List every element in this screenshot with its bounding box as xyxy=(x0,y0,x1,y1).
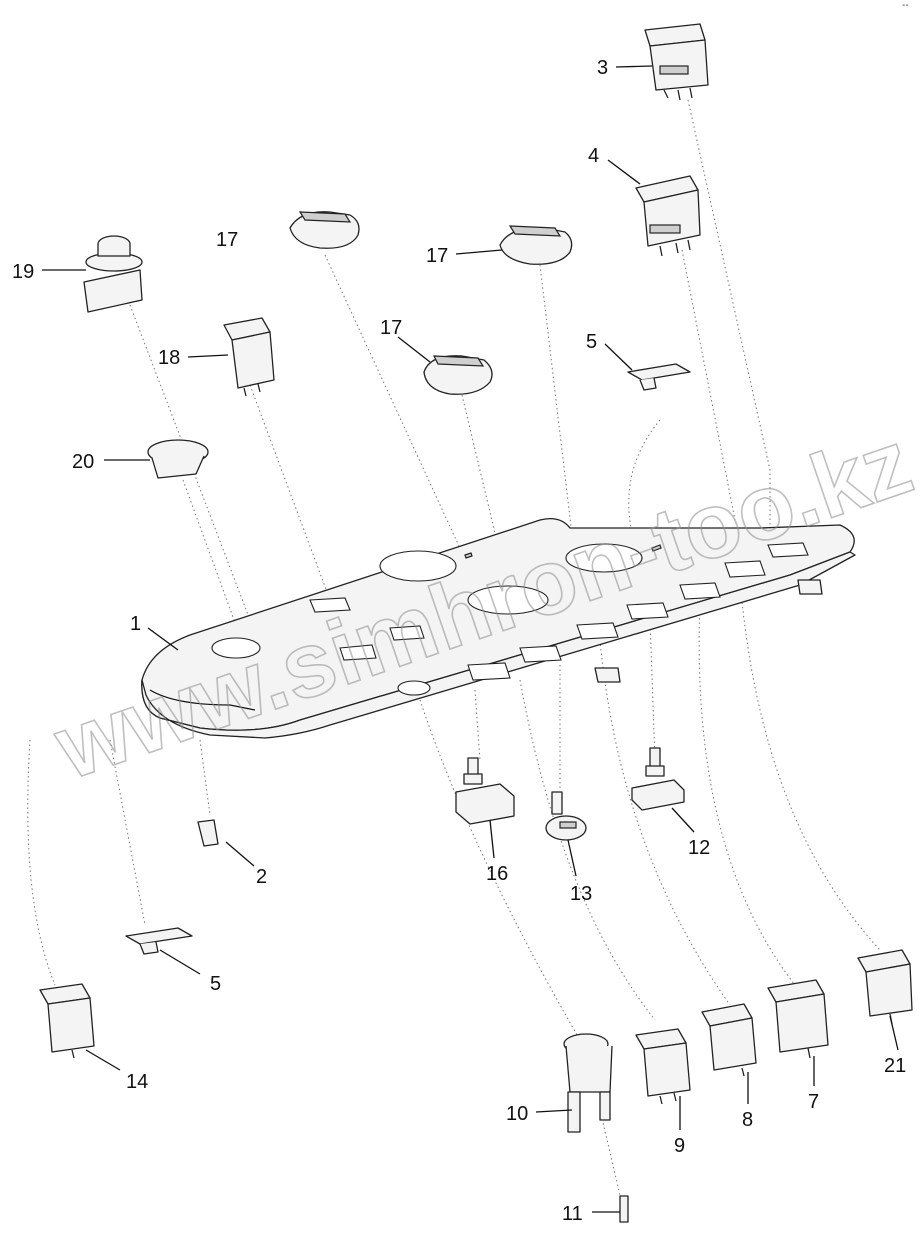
label-part-17-middle: 17 xyxy=(380,317,402,339)
knob-17-top xyxy=(289,211,360,249)
rocker-switch-14 xyxy=(39,983,95,1059)
label-part-16: 16 xyxy=(486,863,508,885)
rocker-switch-18 xyxy=(223,317,275,397)
label-part-4: 4 xyxy=(588,145,599,167)
rocker-switch-7 xyxy=(767,979,829,1059)
label-part-21: 21 xyxy=(884,1055,906,1077)
rocker-switch-3 xyxy=(644,23,709,101)
leader-lines xyxy=(42,65,899,1213)
label-part-20: 20 xyxy=(72,451,94,473)
label-part-5-bottom: 5 xyxy=(210,973,221,995)
dashboard-panel xyxy=(141,517,856,739)
blanking-plug-5-top xyxy=(627,363,691,391)
label-part-3: 3 xyxy=(597,57,608,79)
label-part-17-top: 17 xyxy=(216,229,238,251)
label-part-19: 19 xyxy=(12,261,34,283)
label-part-7: 7 xyxy=(808,1091,819,1113)
clip-2 xyxy=(197,819,219,847)
label-part-18: 18 xyxy=(158,347,180,369)
label-part-13: 13 xyxy=(570,883,592,905)
label-part-9: 9 xyxy=(674,1135,685,1157)
knob-17-right xyxy=(499,225,573,265)
label-part-10: 10 xyxy=(506,1103,528,1125)
label-part-14: 14 xyxy=(126,1071,148,1093)
part-number-labels: 3 4 5 1 2 5 14 19 17 17 17 18 20 16 13 1… xyxy=(12,57,906,1225)
cigarette-lighter-10 xyxy=(563,1033,613,1133)
label-part-11: 11 xyxy=(562,1203,583,1225)
potentiometer-12 xyxy=(631,747,685,811)
blanking-plug-5-bottom xyxy=(125,927,193,955)
pin-11 xyxy=(619,1195,629,1223)
label-part-17-right: 17 xyxy=(426,245,448,267)
rocker-switch-4 xyxy=(635,175,701,257)
indicator-lamp-19 xyxy=(83,235,143,313)
potentiometer-13 xyxy=(545,791,587,841)
corner-mark: -- xyxy=(902,0,909,11)
label-part-1: 1 xyxy=(130,613,141,635)
label-part-12: 12 xyxy=(688,837,710,859)
label-part-2: 2 xyxy=(256,866,267,888)
label-part-5-top: 5 xyxy=(586,331,597,353)
rocker-switch-21 xyxy=(857,949,913,1025)
cap-20 xyxy=(147,439,209,479)
rocker-switch-9 xyxy=(635,1028,691,1105)
knob-17-middle xyxy=(423,355,493,395)
rocker-switch-8 xyxy=(701,1003,757,1077)
label-part-8: 8 xyxy=(742,1109,753,1131)
potentiometer-16 xyxy=(455,757,515,825)
